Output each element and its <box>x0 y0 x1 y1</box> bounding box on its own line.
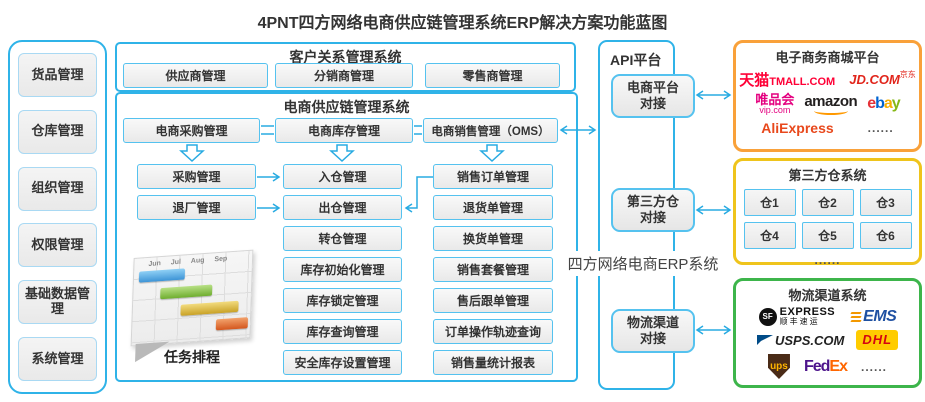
module-permission: 权限管理 <box>18 223 97 268</box>
flow-box-transfer: 转仓管理 <box>283 226 402 251</box>
warehouse-more-dots: ...... <box>814 253 841 267</box>
scm-inventory-box: 电商库存管理 <box>275 118 413 143</box>
scm-purchase-box: 电商采购管理 <box>123 118 260 143</box>
flow-box-after-sales: 售后跟单管理 <box>433 288 553 313</box>
dhl-logo: DHL <box>856 330 899 350</box>
flow-box-stock-query: 库存查询管理 <box>283 319 402 344</box>
module-organization: 组织管理 <box>18 166 97 211</box>
flow-box-stock-lock: 库存锁定管理 <box>283 288 402 313</box>
flow-box-purchase-mgmt: 采购管理 <box>137 164 256 189</box>
flow-box-stock-init: 库存初始化管理 <box>283 257 402 282</box>
api-connector-3pl-line1: 第三方仓 <box>626 193 679 209</box>
gantt-bar-green <box>160 284 213 300</box>
scm-sales-oms-box: 电商销售管理（OMS） <box>423 118 558 143</box>
api-connector-ecommerce: 电商平台 对接 <box>611 74 695 118</box>
mall-more-dots: ...... <box>867 121 894 135</box>
vip-logo: 唯品会 vip.com <box>755 92 795 115</box>
arrow-api-logistics <box>695 325 732 335</box>
scm-section-title: 电商供应链管理系统 <box>283 99 410 115</box>
mall-platforms-panel: 电子商务商城平台 天猫TMALL.COM JD.COM京东 唯品会 vip.co… <box>733 40 922 152</box>
month-aug: Aug <box>190 257 205 266</box>
api-connector-3pl-warehouse: 第三方仓 对接 <box>611 188 695 232</box>
ems-stripes-icon <box>850 311 862 322</box>
api-connector-ecommerce-line2: 对接 <box>639 96 666 111</box>
ems-logo: EMS <box>850 308 897 326</box>
gantt-bar-yellow <box>180 300 239 316</box>
sf-express-logo: SF EXPRESS 顺丰速运 <box>758 307 835 326</box>
crm-distributor-box: 分销商管理 <box>275 63 413 88</box>
flow-box-inbound: 入仓管理 <box>283 164 402 189</box>
warehouse-panel-title: 第三方仓系统 <box>788 168 867 183</box>
flow-box-exchange-order: 换货单管理 <box>433 226 553 251</box>
warehouse-grid: 仓1 仓2 仓3 仓4 仓5 仓6 <box>736 189 919 249</box>
usps-logo: USPS.COM <box>756 333 844 348</box>
diagram-title: 4PNT四方网络电商供应链管理系统ERP解决方案功能蓝图 <box>257 15 668 32</box>
aliexpress-logo: AliExpress <box>761 120 834 136</box>
erp-system-label: 四方网络电商ERP系统 <box>553 251 733 276</box>
api-connector-logistics-line1: 物流渠道 <box>626 314 679 330</box>
api-connector-logistics: 物流渠道 对接 <box>611 309 695 353</box>
flow-box-return-order: 退货单管理 <box>433 195 553 220</box>
task-scheduler-label: 任务排程 <box>164 349 220 365</box>
tmall-logo: 天猫TMALL.COM <box>739 72 836 89</box>
base-modules-panel: 货品管理 仓库管理 组织管理 权限管理 基础数据管理 系统管理 <box>8 40 107 394</box>
month-jun: Jun <box>148 260 161 268</box>
logistics-more-dots: ...... <box>861 359 888 374</box>
mall-panel-title: 电子商务商城平台 <box>775 50 880 65</box>
warehouse-cell-1: 仓1 <box>743 189 796 216</box>
jd-logo: JD.COM京东 <box>849 69 916 87</box>
usps-eagle-icon <box>756 335 773 345</box>
flow-box-order-trace: 订单操作轨迹查询 <box>433 319 553 344</box>
scheduler-months: Jun Jul Aug Sep <box>148 255 227 268</box>
gantt-bar-orange <box>215 317 249 331</box>
api-connector-logistics-line2: 对接 <box>639 331 666 346</box>
amazon-smile-icon <box>813 107 848 115</box>
logistics-panel-title: 物流渠道系统 <box>788 288 867 303</box>
module-goods: 货品管理 <box>18 53 97 97</box>
flow-box-sales-report: 销售量统计报表 <box>433 350 553 375</box>
task-scheduler-graphic: Jun Jul Aug Sep <box>130 249 254 363</box>
module-basic-data: 基础数据管理 <box>18 280 97 325</box>
arrow-api-mall <box>695 90 732 100</box>
third-party-warehouse-panel: 第三方仓系统 仓1 仓2 仓3 仓4 仓5 仓6 ...... <box>733 158 922 267</box>
api-connector-ecommerce-line1: 电商平台 <box>626 79 679 95</box>
warehouse-cell-3: 仓3 <box>859 189 912 216</box>
warehouse-cell-2: 仓2 <box>801 189 854 216</box>
module-warehouse: 仓库管理 <box>18 109 97 154</box>
amazon-logo: amazon <box>804 94 858 115</box>
flow-box-return-factory: 退厂管理 <box>137 195 256 220</box>
crm-supplier-box: 供应商管理 <box>123 63 268 88</box>
api-connector-3pl-line2: 对接 <box>639 210 666 225</box>
fedex-logo: FedEx <box>803 357 848 375</box>
gantt-bar-blue <box>138 268 186 283</box>
crm-section-title: 客户关系管理系统 <box>289 49 402 65</box>
crm-retailer-box: 零售商管理 <box>425 63 560 88</box>
flow-box-safety-stock: 安全库存设置管理 <box>283 350 402 375</box>
flow-box-outbound: 出仓管理 <box>283 195 402 220</box>
month-jul: Jul <box>170 258 182 267</box>
warehouse-cell-4: 仓4 <box>743 222 796 249</box>
month-sep: Sep <box>214 255 228 264</box>
flow-box-sales-order: 销售订单管理 <box>433 164 553 189</box>
flow-box-sales-bundle: 销售套餐管理 <box>433 257 553 282</box>
api-platform-title: API平台 <box>610 52 662 68</box>
module-system: 系统管理 <box>18 336 97 381</box>
logistics-channels-panel: 物流渠道系统 SF EXPRESS 顺丰速运 EMS USPS.COM DHL <box>733 278 922 388</box>
ups-logo: ups <box>767 354 790 379</box>
ebay-logo: ebay <box>867 95 900 112</box>
warehouse-cell-5: 仓5 <box>801 222 854 249</box>
arrow-api-warehouse <box>695 205 732 215</box>
warehouse-cell-6: 仓6 <box>859 222 912 249</box>
